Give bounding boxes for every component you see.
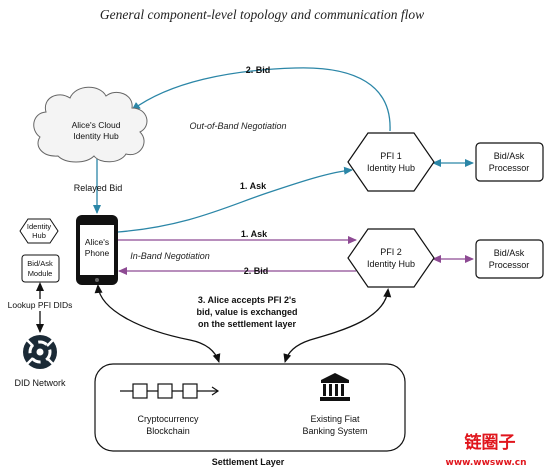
- cloud-hub-line-2: Identity Hub: [73, 131, 119, 141]
- cloud-hub-line-1: Alice's Cloud: [72, 120, 121, 130]
- edge-label-ask-mid: 1. Ask: [241, 229, 268, 239]
- accept-line-3: on the settlement layer: [198, 319, 297, 329]
- edge-label-relayed: Relayed Bid: [74, 183, 123, 193]
- edge-label-bid-top: 2. Bid: [246, 65, 271, 75]
- edge-ask-to-pfi1: [117, 166, 353, 233]
- watermark-logo: 链圈子: [465, 432, 516, 453]
- processor2-line-2: Processor: [489, 260, 530, 270]
- bidask-processor-1: [475, 142, 544, 182]
- fiat-line-1: Existing Fiat: [310, 414, 360, 424]
- accept-line-1: 3. Alice accepts PFI 2's: [198, 295, 296, 305]
- settlement-layer-box: [94, 363, 406, 452]
- bidask-module: [21, 254, 60, 283]
- zone-in-band: In-Band Negotiation: [130, 251, 210, 261]
- pfi1-line-2: Identity Hub: [367, 163, 415, 173]
- edge-label-bid-mid: 2. Bid: [244, 266, 269, 276]
- watermark-url: www.wwsww.cn: [446, 458, 527, 468]
- module-line-2: Module: [28, 269, 53, 278]
- did-network-icon: [23, 335, 57, 369]
- fiat-line-2: Banking System: [302, 426, 367, 436]
- identity-hub-line-1: Identity: [27, 222, 51, 231]
- settlement-layer-label: Settlement Layer: [212, 457, 285, 467]
- lookup-label-bg: [4, 299, 76, 311]
- diagram-title: General component-level topology and com…: [100, 7, 424, 22]
- crypto-line-2: Blockchain: [146, 426, 190, 436]
- bidask-processor-2: [475, 239, 544, 279]
- phone-line-1: Alice's: [85, 237, 109, 247]
- zone-out-of-band: Out-of-Band Negotiation: [189, 121, 286, 131]
- identity-hub-small: [19, 218, 59, 244]
- did-network-label: DID Network: [14, 378, 66, 388]
- phone-line-2: Phone: [85, 248, 110, 258]
- blockchain-icon: [120, 383, 220, 399]
- pfi2-identity-hub: [347, 228, 435, 288]
- edge-label-lookup: Lookup PFI DIDs: [8, 300, 73, 310]
- pfi2-line-1: PFI 2: [380, 247, 402, 257]
- alice-phone: [76, 215, 118, 285]
- pfi2-line-2: Identity Hub: [367, 259, 415, 269]
- pfi1-line-1: PFI 1: [380, 151, 402, 161]
- edge-phone-settlement: [94, 284, 221, 363]
- processor1-line-1: Bid/Ask: [494, 151, 525, 161]
- processor1-line-2: Processor: [489, 163, 530, 173]
- cloud-identity-hub: [33, 86, 148, 163]
- edge-bid-to-cloud: [131, 67, 391, 132]
- edge-label-ask-top: 1. Ask: [240, 181, 267, 191]
- identity-hub-line-2: Hub: [32, 231, 46, 240]
- pfi1-identity-hub: [347, 132, 435, 192]
- edge-pfi2-settlement: [283, 288, 392, 363]
- crypto-line-1: Cryptocurrency: [137, 414, 199, 424]
- bank-icon: [320, 373, 350, 401]
- module-line-1: Bid/Ask: [27, 259, 53, 268]
- accept-line-2: bid, value is exchanged: [196, 307, 297, 317]
- processor2-line-1: Bid/Ask: [494, 248, 525, 258]
